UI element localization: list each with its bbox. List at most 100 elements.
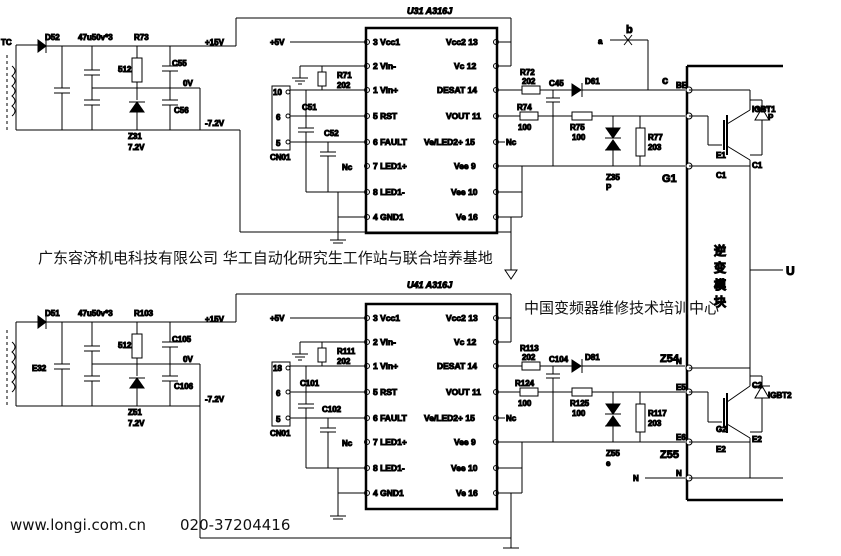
label-r75: R75 <box>570 123 585 132</box>
label-r72-val: 202 <box>522 77 536 86</box>
label-c101: C101 <box>300 379 320 388</box>
label-pin10: 10 <box>273 88 282 97</box>
label-p2: BE <box>676 81 688 90</box>
label-pin5: 5 <box>276 139 281 148</box>
output-u-label: U <box>786 264 795 278</box>
label-e6: E6 <box>676 433 686 442</box>
label-cn01-b: CN01 <box>270 429 291 438</box>
label-nc: Nc <box>342 163 353 172</box>
connector-cn01 <box>271 85 291 151</box>
label-c105: C105 <box>172 335 192 344</box>
label-c: G1 <box>662 173 677 185</box>
label-r125-val: 100 <box>572 409 586 418</box>
label-r71-val: 202 <box>337 81 351 90</box>
label-e1: C1 <box>752 161 763 170</box>
pin-gnd1-b: 4 GND1 <box>373 488 404 498</box>
label-r117-val: 203 <box>648 419 662 428</box>
pin-vout: VOUT 11 <box>446 111 481 121</box>
pin-led1-plus-b: 7 LED1+ <box>373 437 407 447</box>
watermark-top: 广东容济机电科技有限公司 华工自动化研究生工作站与联合培养基地 <box>38 249 493 267</box>
label-r113-val: 202 <box>522 353 536 362</box>
label-r75-val: 100 <box>572 133 586 142</box>
pin-vout-b: VOUT 11 <box>446 387 481 397</box>
label-pin5-b: 5 <box>276 415 281 424</box>
pin-vc: Vc 12 <box>454 61 476 71</box>
top-channel: TC D52 47u50v*3 R73 C55 +15V 512 Z31 7.2… <box>1 6 688 280</box>
label-e2b: E2 <box>716 445 726 454</box>
label-d51: D51 <box>45 309 60 318</box>
chip-u41-pins <box>364 315 499 496</box>
label-nc-right: Nc <box>506 138 517 147</box>
label-r72: R72 <box>520 68 535 77</box>
footer-phone: 020-37204416 <box>180 516 291 534</box>
label-e2: E2 <box>752 435 762 444</box>
transformer-label: TC <box>1 38 12 47</box>
pin-ve16-b: Ve 16 <box>456 488 478 498</box>
label-nc-right-b: Nc <box>506 414 517 423</box>
pin-vee10-b: Vee 10 <box>451 463 478 473</box>
label-z55: e <box>606 459 611 468</box>
label-caps-b: 47u50v*3 <box>78 309 113 318</box>
label-0v: 0V <box>183 79 193 88</box>
label-e: Z54 <box>660 353 680 365</box>
pin-rst: 5 RST <box>373 111 398 121</box>
inverter-label-char4: 块 <box>714 294 727 309</box>
label-d61: D61 <box>585 77 600 86</box>
label-e5: E5 <box>676 383 686 392</box>
label-d52: D52 <box>45 33 60 42</box>
label-7v2-b: 7.2V <box>128 419 145 428</box>
watermark-middle: 中国变频器维修技术培训中心 <box>524 299 720 317</box>
label-c45: C45 <box>549 79 564 88</box>
label-c52: C52 <box>324 129 339 138</box>
label-r113: R113 <box>520 344 539 353</box>
label-c51: C51 <box>302 103 317 112</box>
label-igbt2: IGBT2 <box>768 391 792 400</box>
label-e1b: C1 <box>716 171 727 180</box>
pin-vcc1-b: 3 Vcc1 <box>373 313 400 323</box>
label-g2: G2 <box>716 425 727 434</box>
chip-u31 <box>364 26 499 235</box>
label-p: a <box>598 37 603 46</box>
inverter-label-char1: 逆 <box>714 243 726 258</box>
chip-u41 <box>364 302 499 511</box>
pin-led1-minus-b: 8 LED1- <box>373 463 405 473</box>
diode-d52 <box>37 39 200 53</box>
label-n: N <box>633 474 639 483</box>
transformer-bottom <box>6 321 200 407</box>
footer-url[interactable]: www.longi.com.cn <box>10 516 147 534</box>
pin-gnd1: 4 GND1 <box>373 212 404 222</box>
electrolytic-caps-top <box>54 46 200 130</box>
label-z34: Z35 <box>606 173 620 182</box>
label-r74-val: 100 <box>518 123 532 132</box>
pin-vin-minus: 2 Vin- <box>373 61 396 71</box>
label-512-b: 512 <box>118 341 132 350</box>
label-cn01: CN01 <box>270 153 291 162</box>
label-7v2: 7.2V <box>128 143 145 152</box>
transformer-top <box>6 44 200 131</box>
label-pin18: 18 <box>273 364 282 373</box>
bottom-channel: D51 47u50v*3 R103 C105 +15V E32 512 Z51 … <box>6 280 687 549</box>
inverter-label-char3: 模 <box>714 277 727 292</box>
label-z35: P <box>606 183 612 192</box>
diode-d51 <box>37 315 200 329</box>
pin-vee9-b: Vee 9 <box>454 437 476 447</box>
pin-ve-led2: Ve/LED2+ 15 <box>424 137 475 147</box>
pin-vin-minus-b: 2 Vin- <box>373 337 396 347</box>
label-igbt1: P <box>768 113 774 122</box>
label-r124-val: 100 <box>518 399 532 408</box>
label-c55: C55 <box>172 59 187 68</box>
label-nc-b: Nc <box>342 439 353 448</box>
label-n3: N <box>676 469 682 478</box>
label-z54: Z55 <box>606 449 620 458</box>
label-c102: C102 <box>322 405 342 414</box>
label-e32: E32 <box>32 364 47 373</box>
pin-ve16: Ve 16 <box>456 212 478 222</box>
label-r73: R73 <box>134 33 149 42</box>
pin-led1-minus: 8 LED1- <box>373 187 405 197</box>
label-r111-val: 202 <box>337 357 351 366</box>
inverter-label-char2: 变 <box>714 260 726 275</box>
pin-vin-plus-b: 1 Vin+ <box>373 361 398 371</box>
label-r124: R124 <box>515 379 535 388</box>
label-0v-b: 0V <box>183 355 193 364</box>
